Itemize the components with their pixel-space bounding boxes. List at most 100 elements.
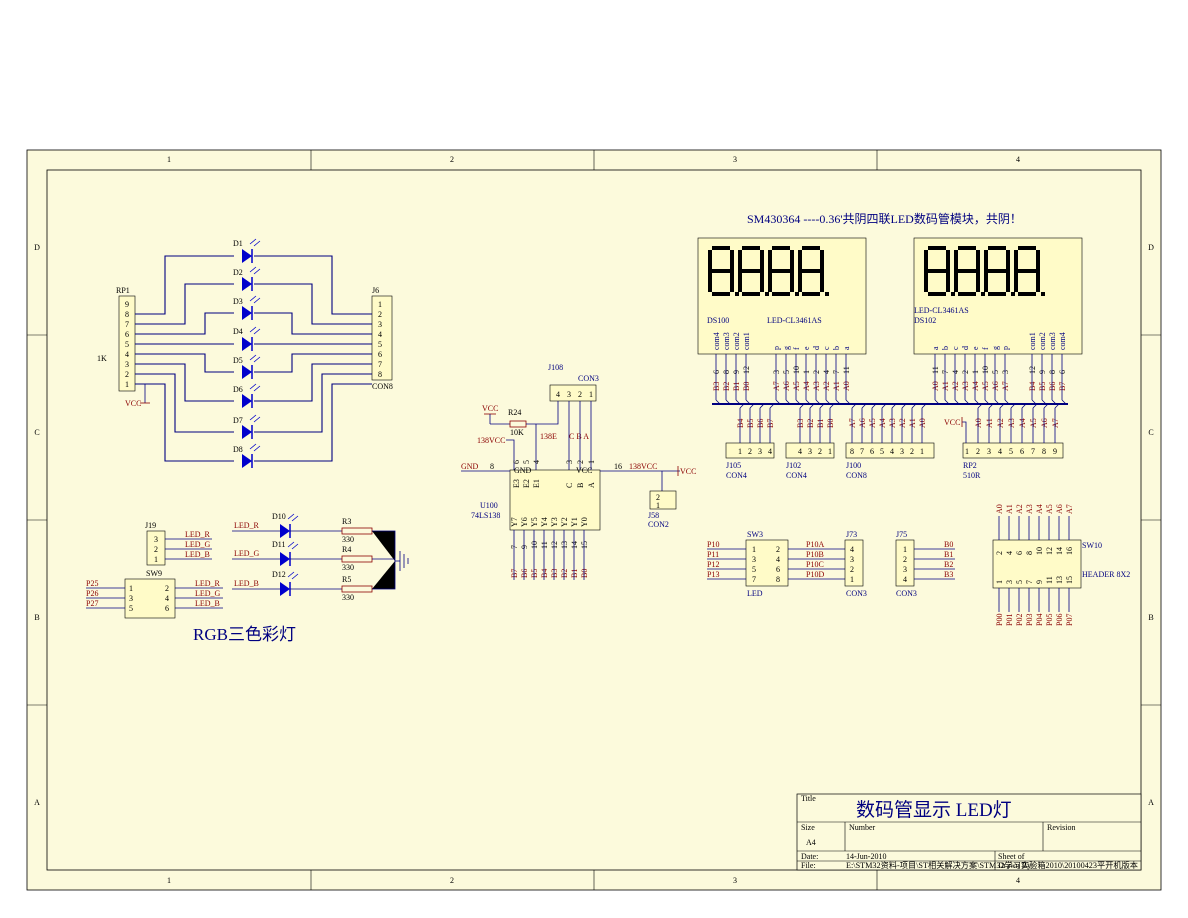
vcc-pin-num: 16 bbox=[614, 462, 622, 471]
sw3-net: P10 bbox=[707, 540, 719, 549]
j108-body bbox=[549, 384, 597, 402]
j6-pin: 8 bbox=[378, 370, 382, 379]
digit-segment bbox=[954, 250, 958, 271]
u100-top-num: 3 bbox=[565, 460, 574, 464]
ds100-pin-number: 6 bbox=[712, 370, 721, 374]
ds100-pin-net: A1 bbox=[832, 381, 841, 391]
j102-net: B2 bbox=[806, 419, 815, 428]
rgb-led-icon bbox=[280, 582, 290, 596]
sw3-pin: 8 bbox=[776, 575, 780, 584]
ds100-part: LED-CL3461AS bbox=[767, 316, 822, 325]
digit-segment bbox=[928, 292, 946, 296]
digit-segment bbox=[742, 292, 760, 296]
decoder-section: J108 CON3 4 3 2 1 VCC R24 10K 138VCC 138… bbox=[461, 363, 696, 580]
j19-pin: 2 bbox=[154, 545, 158, 554]
u100-gnd-pin: GND bbox=[514, 466, 532, 475]
j105-pin: 1 bbox=[738, 447, 742, 456]
file-label: File: bbox=[801, 861, 816, 870]
sw3-net: P10A bbox=[806, 540, 824, 549]
date-label: Date: bbox=[801, 852, 818, 861]
row-label-left: A bbox=[34, 798, 40, 807]
ds102-pin-name: b bbox=[941, 346, 950, 350]
j102-net: B1 bbox=[816, 419, 825, 428]
digit-segment bbox=[984, 271, 988, 292]
ds100-pin-name: f bbox=[792, 347, 801, 350]
u100-out-net: B7 bbox=[510, 569, 519, 578]
j75-body bbox=[895, 539, 915, 587]
j102-value: CON4 bbox=[786, 471, 807, 480]
rp1-pin: 9 bbox=[125, 300, 129, 309]
sw9-net: LED_G bbox=[195, 589, 221, 598]
u100-output: Y4 bbox=[540, 517, 549, 527]
u100-out-net: B5 bbox=[530, 569, 539, 578]
j105-net: B7 bbox=[766, 419, 775, 428]
ds102-pin-number: 7 bbox=[941, 370, 950, 374]
sw10-top-pin: 14 bbox=[1055, 547, 1064, 555]
sheet-label: Sheet of bbox=[998, 852, 1025, 861]
u100-out-num: 13 bbox=[560, 541, 569, 549]
ds100-pin-net: B0 bbox=[742, 382, 751, 391]
sw3-net: P10C bbox=[806, 560, 824, 569]
sw3-pin: 4 bbox=[776, 555, 780, 564]
digit-segment bbox=[760, 271, 764, 292]
digit-segment bbox=[946, 271, 950, 292]
diode-d6 bbox=[242, 383, 261, 408]
j100-pin: 8 bbox=[850, 447, 854, 456]
u100-output: Y3 bbox=[550, 517, 559, 527]
row-label-right: B bbox=[1148, 613, 1153, 622]
bus-entry bbox=[1010, 403, 1016, 409]
bus-entry bbox=[871, 403, 877, 409]
sw3-body bbox=[745, 539, 789, 587]
bus-entry bbox=[769, 403, 775, 409]
sw10-bottom-pin: 5 bbox=[1015, 580, 1024, 584]
sw10-bottom-pin: 7 bbox=[1025, 580, 1034, 584]
digit-dp bbox=[735, 292, 739, 296]
digit-segment bbox=[1036, 250, 1040, 271]
sw3-net: P11 bbox=[707, 550, 719, 559]
j108-pin: 1 bbox=[589, 390, 593, 399]
row-label-right: A bbox=[1148, 798, 1154, 807]
ds102-pin-net: A7 bbox=[1001, 381, 1010, 391]
rp2-value: 510R bbox=[963, 471, 981, 480]
ds100-pin-net: A3 bbox=[812, 381, 821, 391]
d1-ref: D1 bbox=[233, 239, 243, 248]
digit-segment bbox=[772, 292, 790, 296]
u100-top-pin: E3 bbox=[512, 479, 521, 488]
date-value: 14-Jun-2010 bbox=[846, 852, 886, 861]
sw3-net: P10B bbox=[806, 550, 824, 559]
j6-pin: 2 bbox=[378, 310, 382, 319]
j19-pin: 1 bbox=[154, 555, 158, 564]
row-label-left: C bbox=[34, 428, 39, 437]
digit-segment bbox=[928, 246, 946, 250]
digit-segment bbox=[1018, 246, 1036, 250]
u100-out-net: B2 bbox=[560, 569, 569, 578]
digit-segment bbox=[742, 269, 760, 273]
ds100-pin-net: A6 bbox=[782, 381, 791, 391]
digit-segment bbox=[768, 250, 772, 271]
j100-pin: 4 bbox=[890, 447, 894, 456]
rgb-res-ref: R3 bbox=[342, 517, 351, 526]
row-label-left: D bbox=[34, 243, 40, 252]
rgb-led-rays bbox=[287, 541, 299, 550]
ds100-pin-name: b bbox=[832, 346, 841, 350]
bus-entry bbox=[749, 403, 755, 409]
ds100-pin-number: 1 bbox=[802, 370, 811, 374]
u100-out-num: 15 bbox=[580, 541, 589, 549]
digit-segment bbox=[802, 292, 820, 296]
j75-ref: J75 bbox=[896, 530, 907, 539]
digit-segment bbox=[988, 269, 1006, 273]
digit-segment bbox=[958, 269, 976, 273]
sw10-top-net: A0 bbox=[995, 504, 1004, 514]
j19-pin: 3 bbox=[154, 535, 158, 544]
rp1-pin: 6 bbox=[125, 330, 129, 339]
u100-out-num: 12 bbox=[550, 541, 559, 549]
vcc-net: VCC bbox=[482, 404, 498, 413]
sw10-top-net: A4 bbox=[1035, 504, 1044, 514]
ds102-pin-number: 11 bbox=[931, 366, 940, 374]
rp2-pin: 2 bbox=[976, 447, 980, 456]
ds102-pin-name: c bbox=[951, 346, 960, 350]
ds102-pin-net: A2 bbox=[951, 381, 960, 391]
u100-out-net: B0 bbox=[580, 569, 589, 578]
j6-ref: J6 bbox=[372, 286, 379, 295]
j6-body bbox=[371, 295, 393, 381]
